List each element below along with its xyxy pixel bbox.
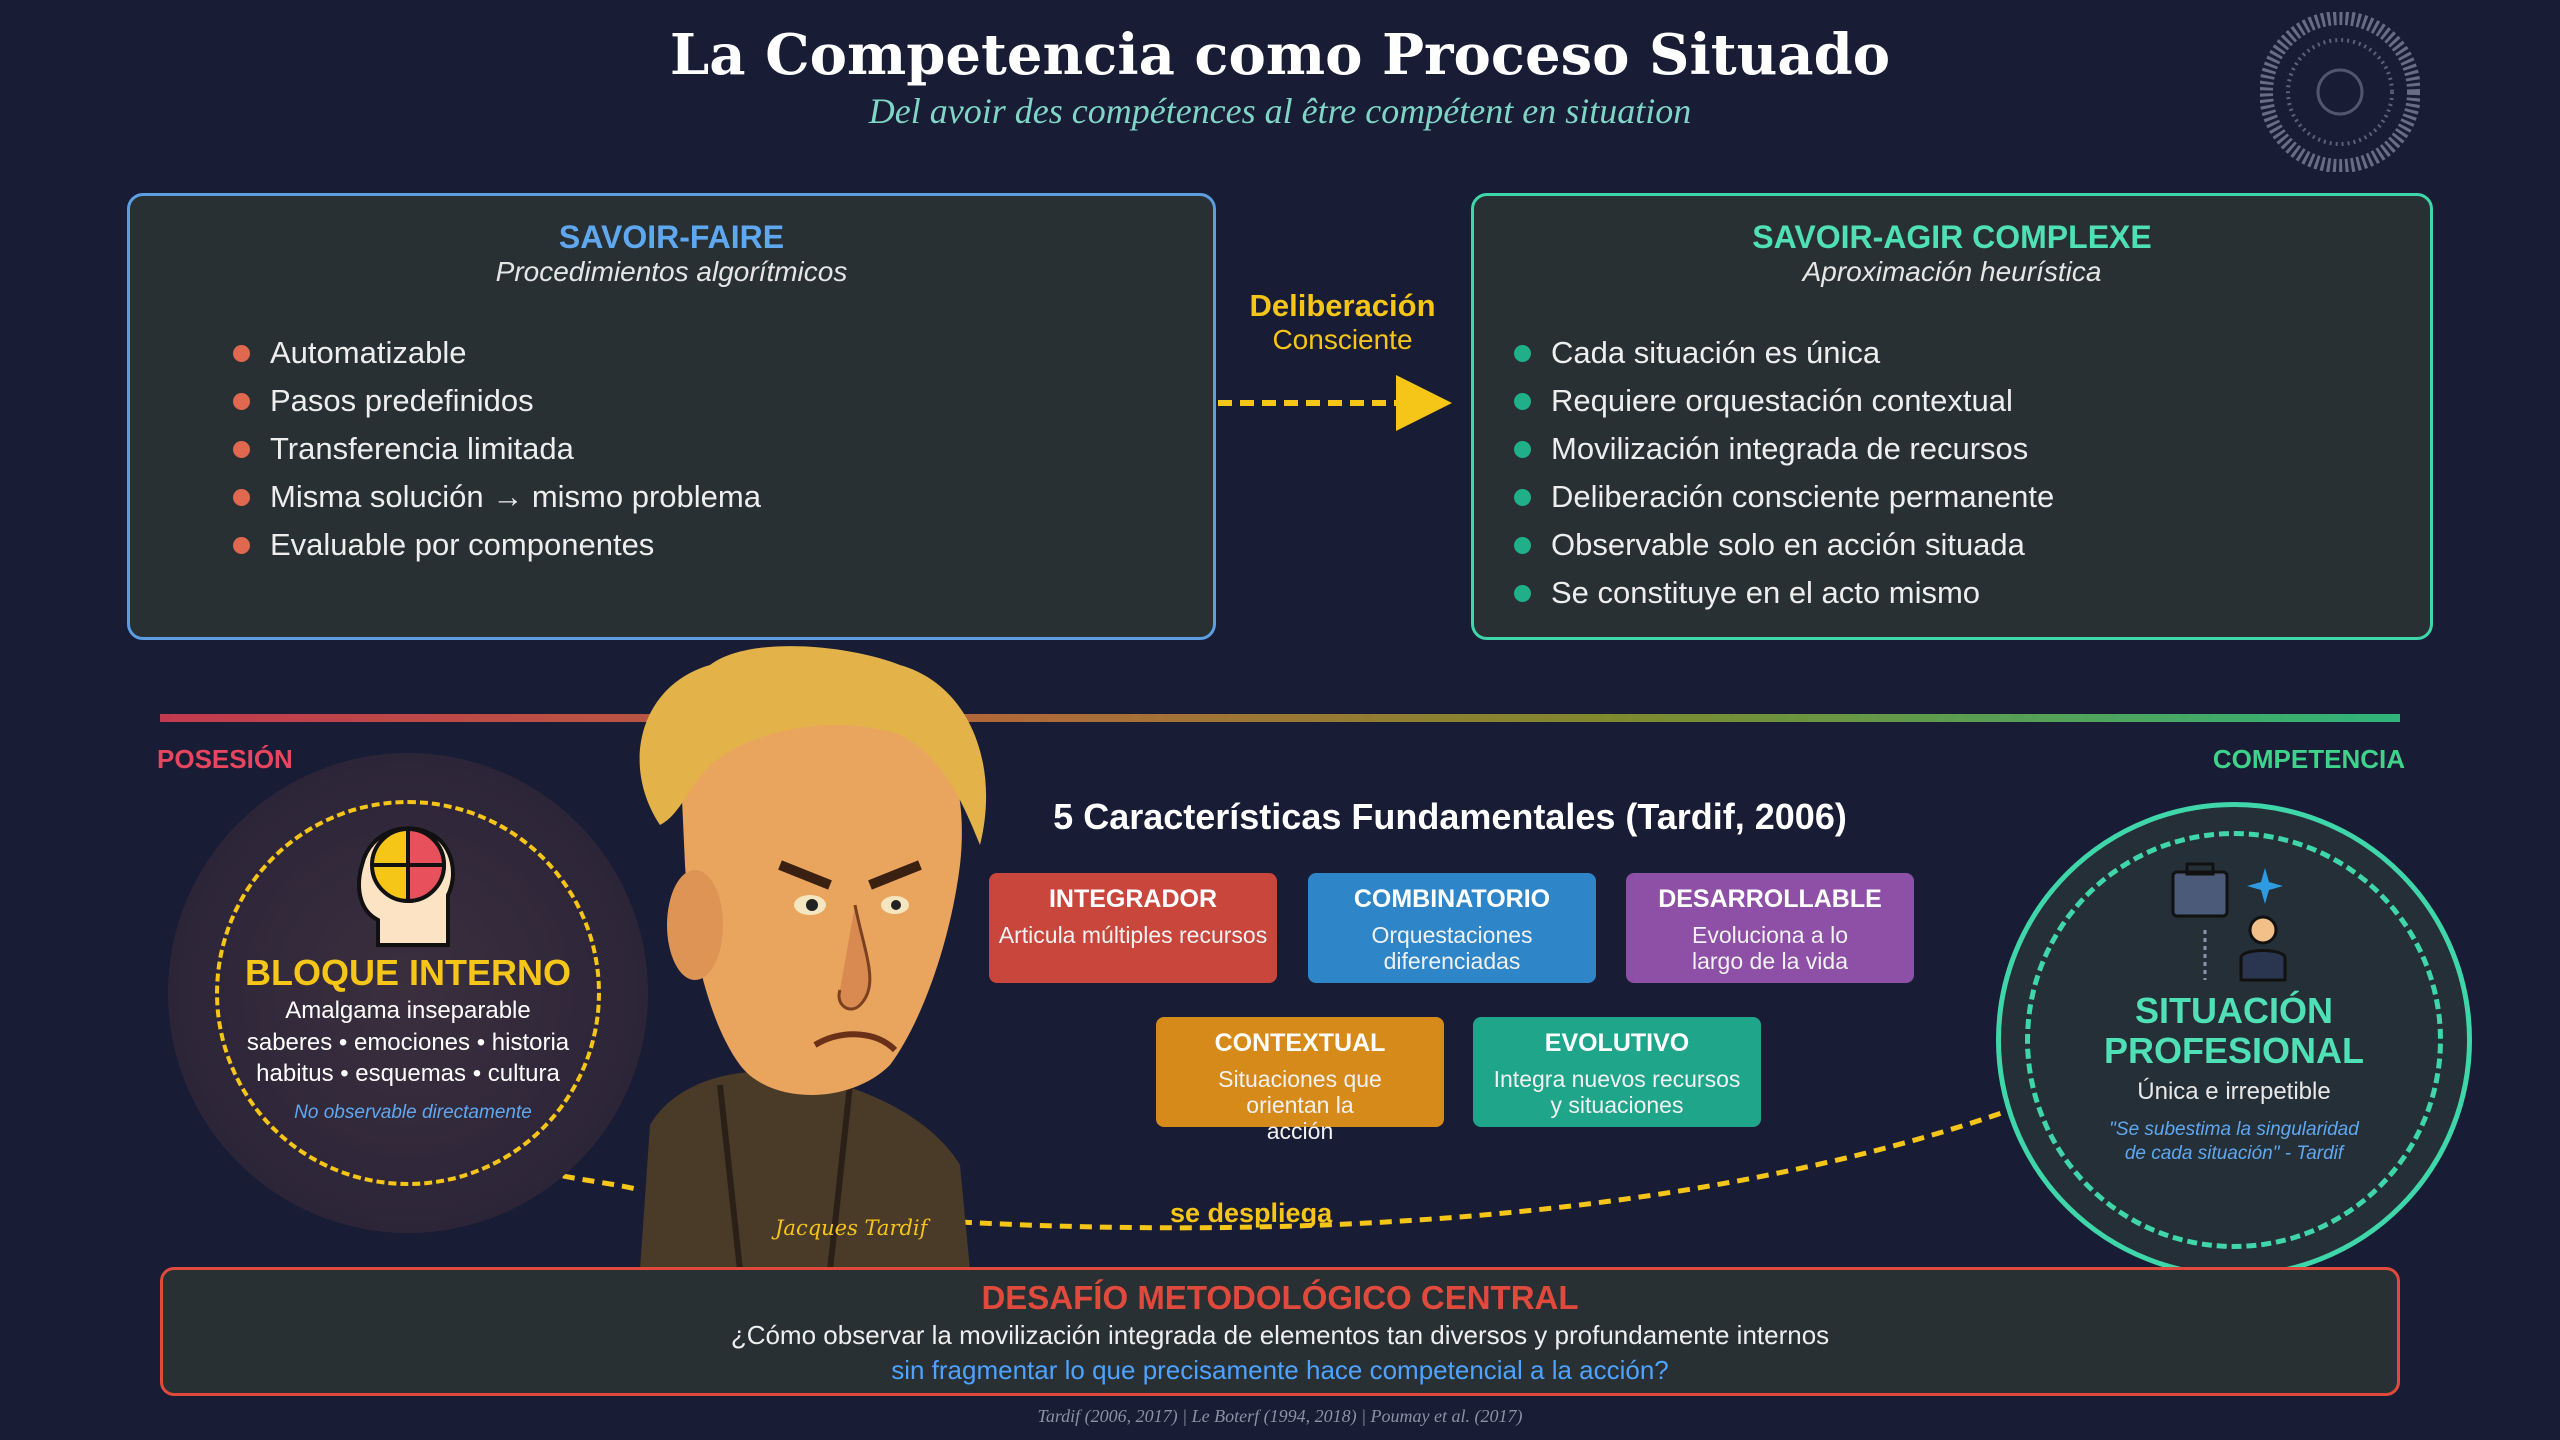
card-desc: Orquestaciones diferenciadas: [1371, 922, 1533, 974]
card-combinatorio: COMBINATORIO Orquestaciones diferenciadas: [1308, 873, 1596, 983]
list-item-text: Pasos predefinidos: [270, 383, 534, 418]
savoir-agir-title: SAVOIR-AGIR COMPLEXE: [1752, 219, 2152, 255]
transition-label: Deliberación Consciente: [1230, 288, 1455, 356]
list-item: Observable solo en acción situada: [1514, 521, 2054, 569]
list-item: Se constituye en el acto mismo: [1514, 569, 2054, 617]
conscious-label: Consciente: [1272, 324, 1413, 355]
internal-block-line2: saberes • emociones • historia: [246, 1029, 570, 1056]
card-title: DESARROLLABLE: [1658, 885, 1882, 913]
professional-briefcase-icon: [2171, 862, 2287, 982]
list-item-text: Misma solución → mismo problema: [270, 479, 761, 514]
challenge-title: DESAFÍO METODOLÓGICO CENTRAL: [981, 1279, 1579, 1316]
deliberation-label: Deliberación: [1249, 288, 1436, 323]
list-item-text: Requiere orquestación contextual: [1551, 383, 2013, 418]
savoir-agir-subtitle: Aproximación heurística: [1802, 256, 2102, 287]
deploys-label: se despliega: [1170, 1198, 1333, 1228]
internal-block-title: BLOQUE INTERNO: [244, 952, 571, 993]
card-desc: Evoluciona a lo largo de la vida: [1692, 922, 1848, 974]
progression-axis: [160, 714, 2400, 722]
card-contextual: CONTEXTUAL Situaciones que orientan la ac…: [1156, 1017, 1444, 1144]
page-title: La Competencia como Proceso Situado: [669, 22, 1891, 88]
challenge-line1: ¿Cómo observar la movilización integrada…: [730, 1320, 1830, 1350]
list-item-text: Evaluable por componentes: [270, 527, 655, 562]
bullet-icon: [233, 344, 250, 362]
savoir-agir-list: Cada situación es única Requiere orquest…: [1514, 329, 2054, 617]
card-evolutivo: EVOLUTIVO Integra nuevos recursos y situa…: [1473, 1017, 1761, 1127]
card-integrador: INTEGRADOR Articula múltiples recursos: [989, 873, 1277, 983]
situation-ring: [2025, 831, 2443, 1249]
list-item-text: Deliberación consciente permanente: [1551, 479, 2055, 514]
situation-title-line1: SITUACIÓN: [2135, 990, 2333, 1031]
savoir-faire-title: SAVOIR-FAIRE: [558, 219, 785, 255]
card-title: COMBINATORIO: [1353, 885, 1551, 913]
savoir-faire-subtitle: Procedimientos algorítmicos: [495, 256, 848, 287]
bullet-icon: [1514, 392, 1531, 410]
card-title: INTEGRADOR: [1048, 885, 1218, 913]
card-title: EVOLUTIVO: [1544, 1029, 1690, 1057]
savoir-agir-panel: SAVOIR-AGIR COMPLEXE Aproximación heurís…: [1471, 193, 2433, 640]
tardif-portrait: [639, 646, 987, 1270]
head-mind-icon: [357, 826, 455, 947]
list-item: Deliberación consciente permanente: [1514, 473, 2054, 521]
bullet-icon: [1514, 440, 1531, 458]
list-item: Movilización integrada de recursos: [1514, 425, 2054, 473]
list-item-text: Transferencia limitada: [270, 431, 574, 466]
card-desc: Articula múltiples recursos: [998, 922, 1268, 948]
list-item: Cada situación es única: [1514, 329, 2054, 377]
posesion-label: POSESIÓN: [157, 744, 293, 774]
list-item-text: Cada situación es única: [1551, 335, 1881, 370]
situation-subtitle: Única e irrepetible: [2137, 1078, 2331, 1105]
list-item: Requiere orquestación contextual: [1514, 377, 2054, 425]
bullet-icon: [233, 488, 250, 506]
card-desc: Integra nuevos recursos y situaciones: [1493, 1066, 1741, 1118]
list-item-text: Se constituye en el acto mismo: [1551, 575, 1981, 610]
list-item: Evaluable por componentes: [233, 521, 761, 569]
card-desc: Situaciones que orientan la acción: [1218, 1066, 1382, 1144]
list-item-text: Movilización integrada de recursos: [1551, 431, 2029, 466]
internal-block-note: No observable directamente: [294, 1102, 532, 1123]
situation-quote-line2: de cada situación" - Tardif: [2124, 1143, 2344, 1164]
challenge-panel: DESAFÍO METODOLÓGICO CENTRAL ¿Cómo obser…: [160, 1267, 2400, 1396]
bullet-icon: [1514, 584, 1531, 602]
card-desarrollable: DESARROLLABLE Evoluciona a lo largo de la…: [1626, 873, 1914, 983]
competencia-label: COMPETENCIA: [2212, 744, 2405, 774]
page-subtitle: Del avoir des compétences al être compét…: [868, 91, 1692, 131]
internal-block-line1: Amalgama inseparable: [285, 997, 531, 1024]
seal-logo-icon: [2260, 12, 2420, 172]
bullet-icon: [1514, 344, 1531, 362]
characteristics-title: 5 Características Fundamentales (Tardif,…: [1053, 796, 1847, 837]
list-item-text: Observable solo en acción situada: [1551, 527, 2025, 562]
list-item: Transferencia limitada: [233, 425, 761, 473]
footer-references: Tardif (2006, 2017) | Le Boterf (1994, 2…: [1037, 1406, 1523, 1426]
savoir-faire-panel: SAVOIR-FAIRE Procedimientos algorítmicos…: [127, 193, 1216, 640]
list-item-text: Automatizable: [270, 335, 467, 370]
bullet-icon: [233, 536, 250, 554]
card-title: CONTEXTUAL: [1214, 1029, 1386, 1057]
internal-block-ring: [215, 800, 601, 1186]
portrait-signature: Jacques Tardif: [775, 1216, 928, 1240]
internal-block-line3: habitus • esquemas • cultura: [256, 1060, 560, 1087]
situation-title-line2: PROFESIONAL: [2103, 1030, 2364, 1071]
bullet-icon: [1514, 536, 1531, 554]
bullet-icon: [1514, 488, 1531, 506]
bullet-icon: [233, 440, 250, 458]
list-item: Automatizable: [233, 329, 761, 377]
challenge-line2: sin fragmentar lo que precisamente hace …: [891, 1355, 1669, 1385]
savoir-faire-list: Automatizable Pasos predefinidos Transfe…: [233, 329, 761, 569]
list-item: Misma solución → mismo problema: [233, 473, 761, 521]
list-item: Pasos predefinidos: [233, 377, 761, 425]
arrow-right-icon: [1218, 375, 1452, 431]
bullet-icon: [233, 392, 250, 410]
situation-quote-line1: "Se subestima la singularidad: [2109, 1119, 2359, 1140]
